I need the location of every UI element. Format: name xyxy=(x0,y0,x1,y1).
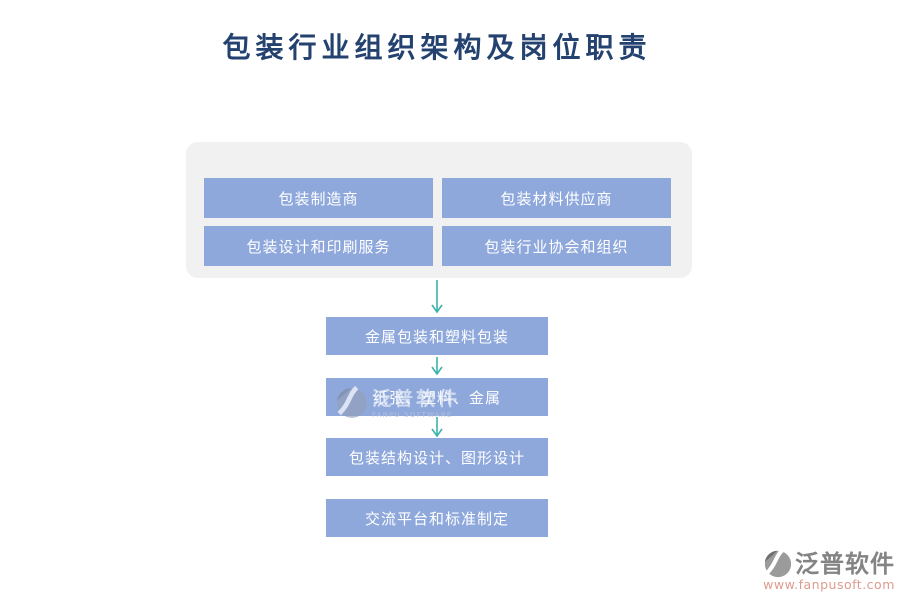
top-group-panel: 包装制造商 包装材料供应商 包装设计和印刷服务 包装行业协会和组织 xyxy=(186,142,692,278)
node-packaging-manufacturer: 包装制造商 xyxy=(204,178,433,218)
node-exchange-platform-standards: 交流平台和标准制定 xyxy=(326,499,548,537)
fanpu-logo-icon xyxy=(764,549,792,578)
fanpu-logo-url: www.fanpusoft.com xyxy=(763,577,895,592)
down-arrow-icon xyxy=(431,280,443,314)
node-industry-association: 包装行业协会和组织 xyxy=(442,226,671,266)
fanpu-logo-row: 泛普软件 xyxy=(763,549,895,579)
node-structure-graphic-design: 包装结构设计、图形设计 xyxy=(326,438,548,476)
down-arrow-icon xyxy=(431,417,443,438)
node-packaging-material-supplier: 包装材料供应商 xyxy=(442,178,671,218)
fanpu-logo-text: 泛普软件 xyxy=(795,549,895,578)
page-title: 包装行业组织架构及岗位职责 xyxy=(222,31,652,64)
node-paper-plastic-metal: 纸张、塑料、金属 xyxy=(326,378,548,416)
node-packaging-design-print-service: 包装设计和印刷服务 xyxy=(204,226,433,266)
down-arrow-icon xyxy=(431,357,443,376)
fanpu-brand-logo: 泛普软件 www.fanpusoft.com xyxy=(763,549,895,592)
node-metal-plastic-packaging: 金属包装和塑料包装 xyxy=(326,317,548,355)
